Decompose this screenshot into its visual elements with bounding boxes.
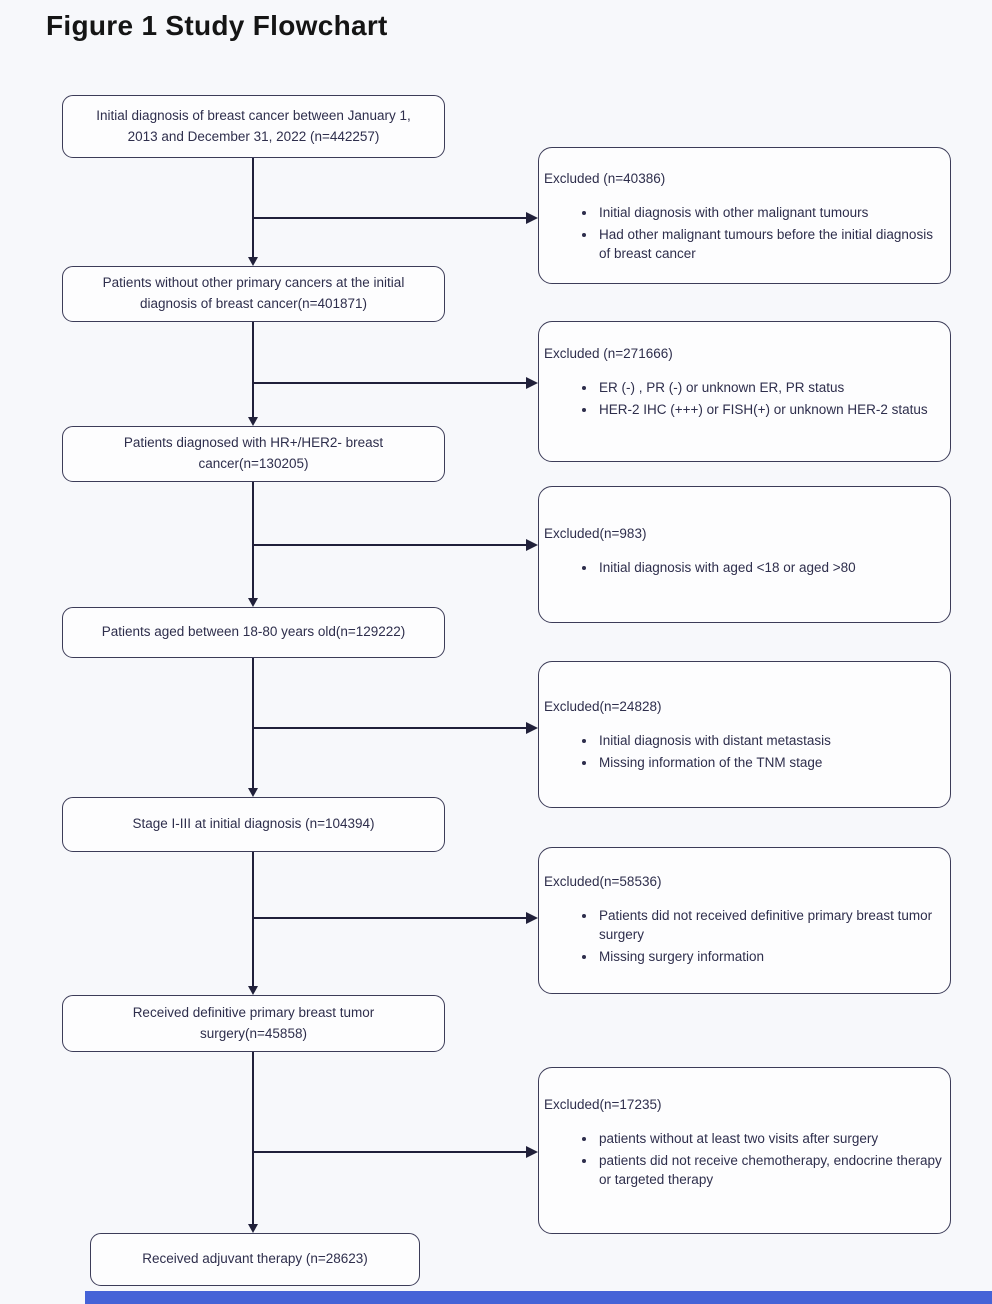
excluded-box-6: Excluded(n=17235) patients without at lea…	[538, 1067, 951, 1234]
exclusion-arrow-head-icon	[526, 212, 538, 224]
exclusion-arrow-head-icon	[526, 1146, 538, 1158]
flow-arrow-down-head-icon	[248, 417, 258, 426]
flow-box-label: Initial diagnosis of breast cancer betwe…	[96, 107, 411, 144]
excluded-header: Excluded(n=983)	[544, 526, 647, 541]
excluded-reason: Had other malignant tumours before the i…	[597, 225, 942, 263]
flow-arrow-down-line-1	[252, 158, 254, 258]
flow-box-label: Patients diagnosed with HR+/HER2- breast…	[123, 435, 384, 471]
excluded-reason: Initial diagnosis with other malignant t…	[597, 203, 942, 222]
flow-box-step-7: Received adjuvant therapy (n=28623)	[90, 1233, 420, 1286]
excluded-box-1: Excluded (n=40386) Initial diagnosis with…	[538, 147, 951, 284]
excluded-reasons-list: patients without at least two visits aft…	[539, 1129, 942, 1189]
excluded-header: Excluded (n=271666)	[544, 346, 673, 361]
excluded-box-5: Excluded(n=58536) Patients did not receiv…	[538, 847, 951, 994]
flow-arrow-down-head-icon	[248, 598, 258, 607]
exclusion-arrow-line-3	[253, 544, 527, 546]
excluded-reason: Missing surgery information	[597, 947, 942, 966]
flow-arrow-down-head-icon	[248, 788, 258, 797]
exclusion-arrow-head-icon	[526, 377, 538, 389]
exclusion-arrow-line-5	[253, 917, 527, 919]
bottom-accent-bar	[85, 1291, 992, 1304]
flow-arrow-down-head-icon	[248, 257, 258, 266]
figure-title: Figure 1 Study Flowchart	[46, 10, 388, 41]
excluded-reasons-list: Initial diagnosis with other malignant t…	[539, 203, 942, 263]
flow-box-label: Stage I-III at initial diagnosis (n=1043…	[132, 816, 375, 832]
exclusion-arrow-line-4	[253, 727, 527, 729]
excluded-box-2: Excluded (n=271666) ER (-) , PR (-) or un…	[538, 321, 951, 462]
exclusion-arrow-line-2	[253, 382, 527, 384]
excluded-box-4: Excluded(n=24828) Initial diagnosis with …	[538, 661, 951, 808]
excluded-reason: Initial diagnosis with distant metastasi…	[597, 731, 942, 750]
excluded-reason: ER (-) , PR (-) or unknown ER, PR status	[597, 378, 942, 397]
flow-arrow-down-head-icon	[248, 1224, 258, 1233]
flow-box-step-4: Patients aged between 18-80 years old(n=…	[62, 607, 445, 658]
flow-box-label: Patients aged between 18-80 years old(n=…	[101, 624, 406, 640]
excluded-reasons-list: Initial diagnosis with aged <18 or aged …	[539, 558, 942, 577]
flow-arrow-down-line-6	[252, 1052, 254, 1225]
excluded-box-3: Excluded(n=983) Initial diagnosis with ag…	[538, 486, 951, 623]
exclusion-arrow-head-icon	[526, 912, 538, 924]
excluded-reasons-list: ER (-) , PR (-) or unknown ER, PR status…	[539, 378, 942, 419]
excluded-reasons-list: Patients did not received definitive pri…	[539, 906, 942, 966]
exclusion-arrow-line-1	[253, 217, 527, 219]
flow-box-step-1: Initial diagnosis of breast cancer betwe…	[62, 95, 445, 158]
flow-box-label: Received adjuvant therapy (n=28623)	[142, 1251, 368, 1267]
excluded-header: Excluded(n=24828)	[544, 699, 662, 714]
excluded-reason: HER-2 IHC (+++) or FISH(+) or unknown HE…	[597, 400, 942, 419]
flow-arrow-down-line-4	[252, 658, 254, 789]
flow-box-step-3: Patients diagnosed with HR+/HER2- breast…	[62, 426, 445, 482]
excluded-header: Excluded(n=58536)	[544, 874, 662, 889]
excluded-reasons-list: Initial diagnosis with distant metastasi…	[539, 731, 942, 772]
excluded-reason: Initial diagnosis with aged <18 or aged …	[597, 558, 942, 577]
flow-arrow-down-line-3	[252, 482, 254, 599]
flow-box-step-5: Stage I-III at initial diagnosis (n=1043…	[62, 797, 445, 852]
flow-box-step-2: Patients without other primary cancers a…	[62, 266, 445, 322]
excluded-reason: Missing information of the TNM stage	[597, 753, 942, 772]
exclusion-arrow-head-icon	[526, 539, 538, 551]
excluded-reason: patients did not receive chemotherapy, e…	[597, 1151, 942, 1189]
flow-box-step-6: Received definitive primary breast tumor…	[62, 995, 445, 1052]
excluded-header: Excluded (n=40386)	[544, 171, 666, 186]
flow-arrow-down-line-2	[252, 322, 254, 418]
exclusion-arrow-line-6	[253, 1151, 527, 1153]
flow-arrow-down-line-5	[252, 852, 254, 987]
flow-box-label: Patients without other primary cancers a…	[102, 275, 405, 311]
excluded-header: Excluded(n=17235)	[544, 1097, 662, 1112]
flow-box-label: Received definitive primary breast tumor…	[132, 1004, 375, 1041]
exclusion-arrow-head-icon	[526, 722, 538, 734]
excluded-reason: patients without at least two visits aft…	[597, 1129, 942, 1148]
flow-arrow-down-head-icon	[248, 986, 258, 995]
excluded-reason: Patients did not received definitive pri…	[597, 906, 942, 944]
